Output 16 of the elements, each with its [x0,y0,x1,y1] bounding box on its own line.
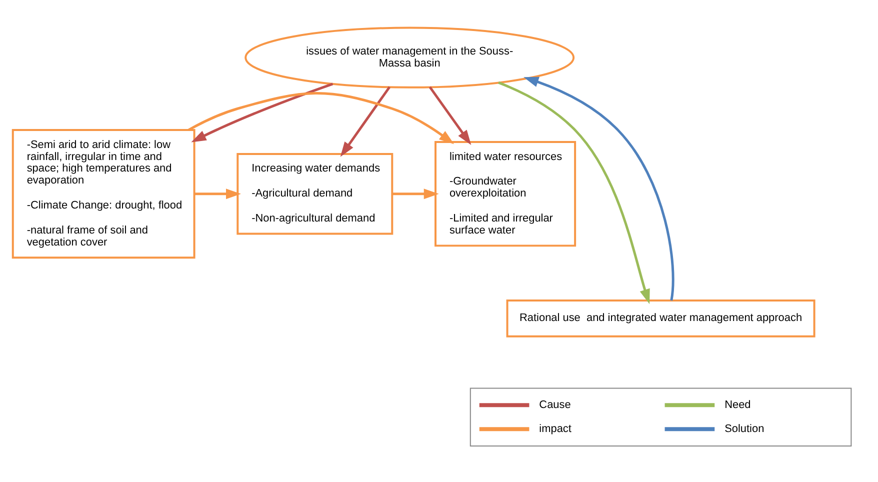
legend-label: Solution [724,422,764,434]
node-box: Rational use and integrated water management approach [506,299,816,337]
legend-label: Need [724,398,751,410]
node-box: limited water resources -Groundwater overexploitation -Limited and irregular surface water [434,140,576,246]
legend-label: Cause [539,398,571,410]
arrow [428,86,472,144]
arrow [188,92,454,144]
legend-label: impact [539,422,572,434]
node-box: -Semi arid to arid climate: low rainfall, irregular in time and space; high temperatures and evaporation -Climate Change: drought, flood -natural frame of soil and vegetation cover [12,128,196,258]
arrow [194,188,241,199]
arrow [191,82,334,142]
arrow [340,86,391,156]
arrow [524,76,674,300]
arrow [498,80,650,304]
node-box: Increasing water demands -Agricultural demand -Non-agricultural demand [236,152,394,234]
arrow [392,188,439,199]
